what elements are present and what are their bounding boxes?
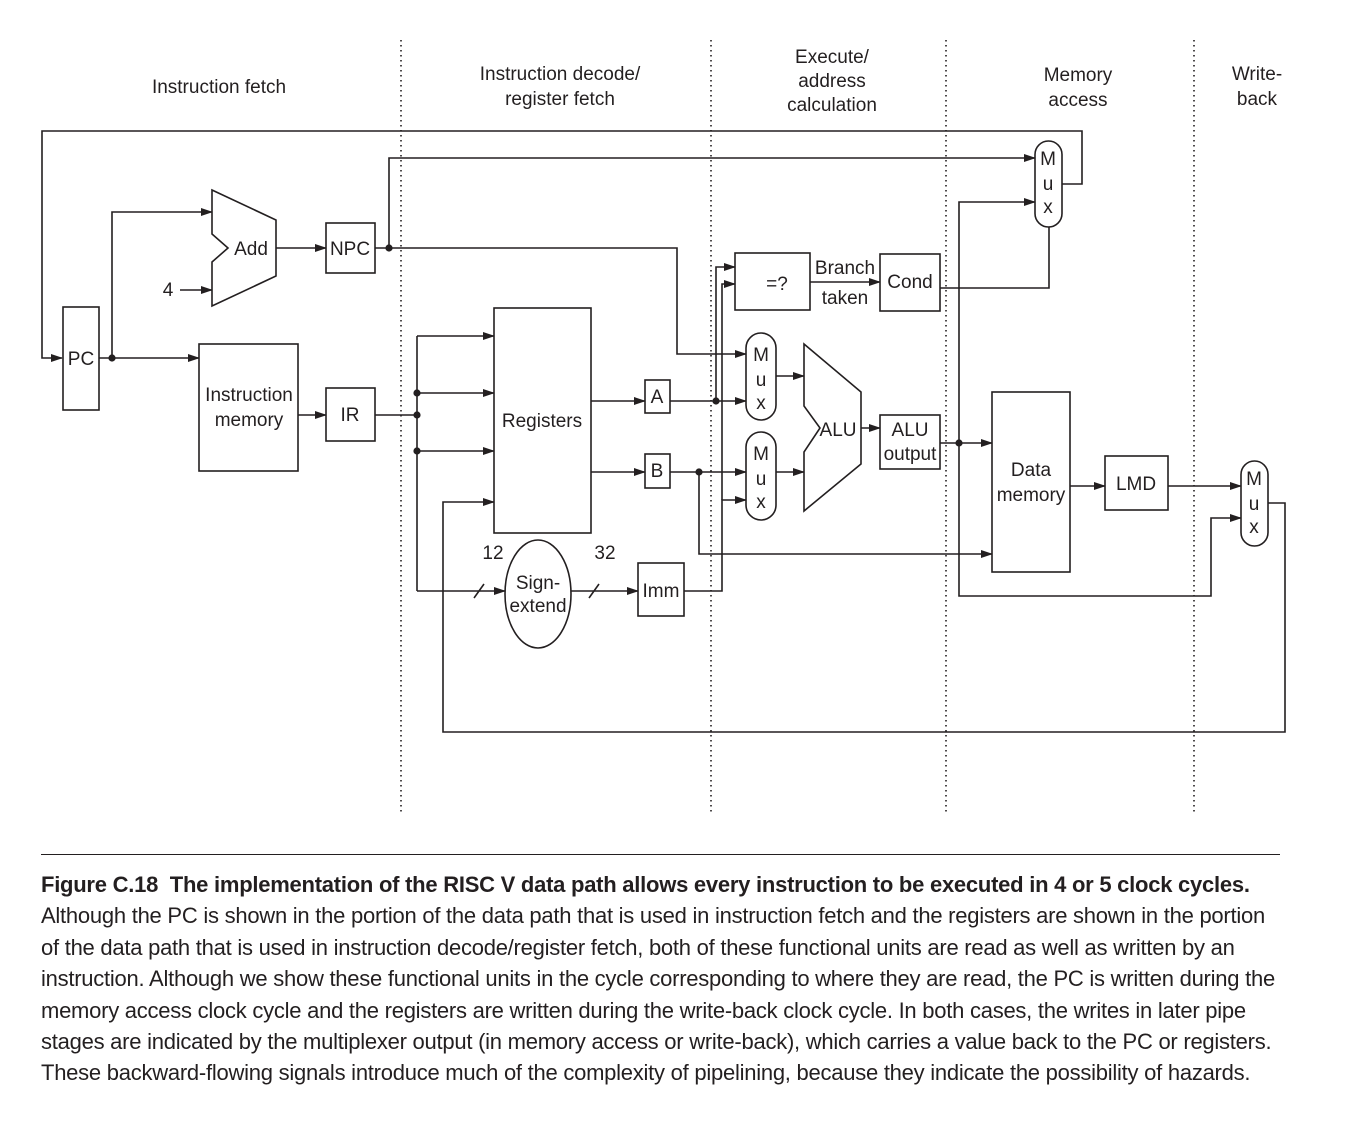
writeback-mux: M u x <box>1240 460 1269 547</box>
wire-aluout-to-wb-mux <box>958 443 1242 597</box>
lmd-label: LMD <box>1116 474 1156 495</box>
stage-headings: Instruction fetch Instruction decode/ re… <box>152 47 1282 116</box>
caption-title: The implementation of the RISC V data pa… <box>169 872 1250 897</box>
wire-pc-to-add <box>111 208 213 358</box>
stage-ex-heading-line3: calculation <box>787 95 877 116</box>
stage-mem-heading-line1: Memory <box>1044 65 1113 86</box>
junction-dots <box>108 244 963 476</box>
junction-a <box>712 397 720 405</box>
sign-label-line1: Sign- <box>516 573 560 594</box>
junction-aluout <box>955 439 963 447</box>
sign-label-line2: extend <box>509 596 566 617</box>
junction-b <box>695 468 703 476</box>
bus-slash-32 <box>588 583 600 599</box>
npc-register: NPC <box>325 222 376 274</box>
wire-npc-to-alu-mux <box>389 247 747 358</box>
stage-mem-heading-line2: access <box>1048 90 1107 111</box>
imem-label-line1: Instruction <box>205 385 293 406</box>
bit-width-32: 32 <box>594 543 615 564</box>
alu-label: ALU <box>820 420 857 441</box>
wire-b-to-dmem <box>698 472 993 558</box>
compare-label: =? <box>766 274 788 295</box>
mux-letter: M <box>753 444 769 465</box>
imem-label-line2: memory <box>215 410 284 431</box>
wire-aluout-to-pc-mux <box>958 198 1036 443</box>
dmem-label-line2: memory <box>997 485 1066 506</box>
wire-wb-to-registers <box>442 498 1286 733</box>
mux-letter: M <box>1246 469 1262 490</box>
wire-pc-feedback <box>41 130 1083 362</box>
register-file: Registers <box>493 307 592 534</box>
add-label: Add <box>234 239 268 260</box>
wire-npc-to-pc-mux <box>375 154 1036 249</box>
add-unit: Add <box>211 188 277 308</box>
bus-slash-12 <box>473 583 485 599</box>
junction-ir-2 <box>413 411 421 419</box>
branch-taken-line1: Branch <box>815 258 875 279</box>
stage-ex-heading-line1: Execute/ <box>795 47 870 68</box>
mux-letter: x <box>1043 197 1053 218</box>
mux-letter: x <box>1249 517 1259 538</box>
mux-letter: u <box>1043 174 1054 195</box>
mux-letter: M <box>1040 149 1056 170</box>
stage-dividers <box>400 40 1195 815</box>
dmem-label-line1: Data <box>1011 460 1052 481</box>
wire-imm-to-mux <box>684 496 747 592</box>
alu-mux-bottom: M u x <box>745 431 777 521</box>
junction-npc <box>385 244 393 252</box>
caption-body: Although the PC is shown in the portion … <box>41 903 1275 1086</box>
a-label: A <box>651 387 664 408</box>
wire-imm-to-compare <box>721 280 736 500</box>
registers-label: Registers <box>502 411 582 432</box>
pc-mux: M u x <box>1034 140 1063 228</box>
wire-a-to-compare <box>715 263 736 401</box>
caption-rule <box>41 854 1280 855</box>
a-register: A <box>644 379 671 414</box>
b-register: B <box>644 453 671 489</box>
mux-letter: u <box>756 370 767 391</box>
ir-label: IR <box>341 405 360 426</box>
branch-taken-line2: taken <box>822 288 868 309</box>
junction-pc <box>108 354 116 362</box>
wire-cond-to-pc-mux <box>940 226 1050 289</box>
instruction-memory: Instruction memory <box>198 343 299 472</box>
mux-letter: x <box>756 492 766 513</box>
alu-output-register: ALU output <box>879 414 941 470</box>
stage-id-heading-line1: Instruction decode/ <box>480 64 641 85</box>
imm-label: Imm <box>643 581 680 602</box>
zero-compare-unit: =? <box>734 252 811 311</box>
junction-ir-3 <box>413 447 421 455</box>
cond-register: Cond <box>879 253 941 312</box>
datapath-diagram: Instruction fetch Instruction decode/ re… <box>41 40 1286 815</box>
data-memory: Data memory <box>991 391 1071 573</box>
stage-ex-heading-line2: address <box>798 71 866 92</box>
junction-ir-1 <box>413 389 421 397</box>
mux-letter: u <box>1249 494 1260 515</box>
stage-if-heading: Instruction fetch <box>152 77 286 98</box>
imm-register: Imm <box>637 562 685 617</box>
pc-register: PC <box>62 306 100 411</box>
b-label: B <box>651 461 664 482</box>
sign-extend-unit: Sign- extend <box>504 539 572 649</box>
figure-caption: Figure C.18 The implementation of the RI… <box>41 869 1286 1089</box>
stage-wb-heading-line1: Write- <box>1232 64 1282 85</box>
bit-width-12: 12 <box>482 543 503 564</box>
aluout-label-line2: output <box>884 444 938 465</box>
lmd-register: LMD <box>1104 455 1169 511</box>
ir-register: IR <box>325 387 376 442</box>
npc-label: NPC <box>330 239 370 260</box>
stage-wb-heading-line2: back <box>1237 89 1278 110</box>
mux-letter: u <box>756 469 767 490</box>
constant-four: 4 <box>163 280 174 301</box>
wires <box>41 130 1286 733</box>
mux-letter: M <box>753 345 769 366</box>
alu-mux-top: M u x <box>745 332 777 421</box>
aluout-label-line1: ALU <box>892 420 929 441</box>
mux-letter: x <box>756 393 766 414</box>
pc-label: PC <box>68 349 94 370</box>
cond-label: Cond <box>887 272 932 293</box>
alu-unit: ALU <box>803 342 862 513</box>
stage-id-heading-line2: register fetch <box>505 89 615 110</box>
caption-label: Figure C.18 <box>41 872 159 897</box>
